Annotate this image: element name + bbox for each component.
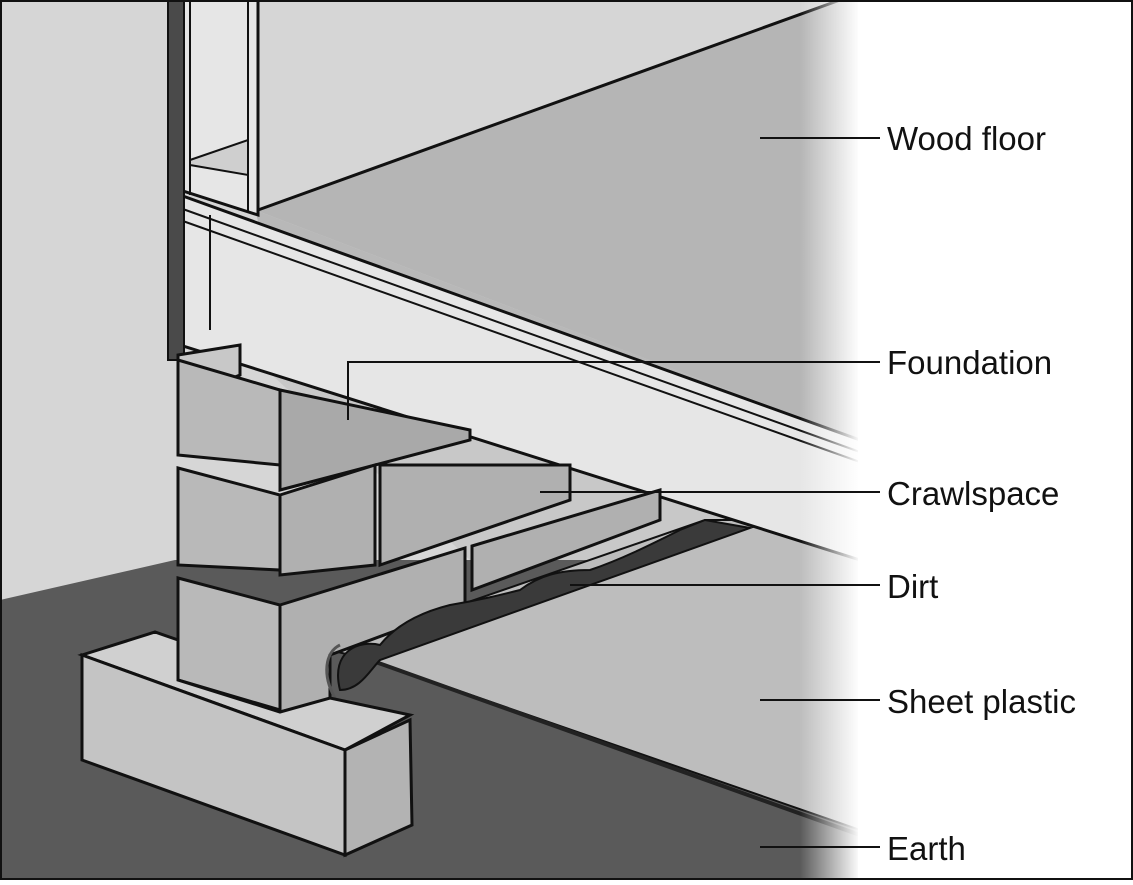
plastic-edge bbox=[369, 658, 861, 837]
floor-edge-line bbox=[257, 0, 841, 212]
label-earth: Earth bbox=[887, 830, 966, 867]
label-crawlspace: Crawlspace bbox=[887, 475, 1059, 512]
rim-line-2 bbox=[179, 219, 861, 463]
foundation-blocks bbox=[176, 343, 662, 714]
footing-top bbox=[77, 630, 415, 752]
plastic-fold bbox=[325, 643, 341, 699]
label-dirt: Dirt bbox=[887, 568, 938, 605]
siding bbox=[167, 0, 185, 361]
footing bbox=[77, 630, 415, 858]
block-row1-side bbox=[278, 388, 472, 492]
dirt-mound bbox=[337, 518, 754, 692]
leader-foundation bbox=[347, 361, 880, 420]
wall-frame bbox=[178, 0, 260, 218]
label-sheet-plastic: Sheet plastic bbox=[887, 683, 1076, 720]
label-wood-floor: Wood floor bbox=[887, 120, 1046, 157]
label-foundation: Foundation bbox=[887, 344, 1052, 381]
block-row3-side-b bbox=[470, 487, 662, 593]
wall-sill bbox=[189, 138, 249, 177]
leader-lines bbox=[347, 137, 880, 848]
floor-underside bbox=[255, 0, 860, 440]
block-row2-side bbox=[278, 462, 377, 577]
footing-side bbox=[343, 717, 414, 858]
rim-line-1 bbox=[179, 207, 861, 453]
label-panel bbox=[858, 0, 1133, 880]
right-fade bbox=[800, 0, 860, 880]
block-row2-side-b bbox=[378, 463, 572, 568]
